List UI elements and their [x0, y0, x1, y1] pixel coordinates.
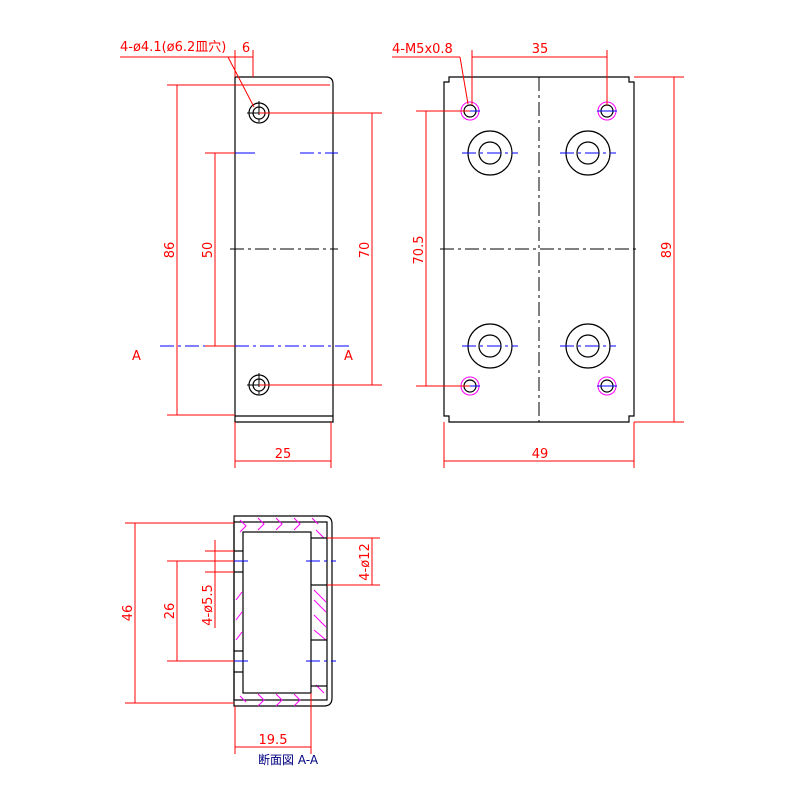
- dim-width: 25: [275, 447, 292, 462]
- dim-hole-spacing-h: 35: [532, 42, 549, 57]
- side-outline: [443, 76, 635, 423]
- dim-center-spacing: 50: [201, 242, 216, 259]
- dim-hole-spacing: 70: [358, 242, 373, 259]
- section-mark: A: [132, 349, 141, 364]
- thread-note: 4-M5x0.8: [392, 42, 453, 57]
- counterbore-holes: [462, 130, 616, 369]
- dim-width: 49: [532, 447, 549, 462]
- dim-height: 46: [121, 605, 136, 622]
- small-hole-note: 4-ø5.5: [201, 584, 216, 626]
- dim-width: 19.5: [259, 733, 288, 748]
- hole-note: 4-ø4.1(ø6.2皿穴): [120, 40, 226, 55]
- section-mark: A: [344, 349, 353, 364]
- dim-height: 89: [660, 242, 675, 259]
- dim-edge-offset: 6: [242, 41, 250, 56]
- side-view: 35 4-M5x0.8 70.5 89 49: [392, 42, 684, 468]
- dim-hole-spacing-v: 70.5: [412, 236, 427, 265]
- section-view: 46 26 4-ø5.5 4-ø12 19.5 断面図 A-A: [121, 515, 380, 767]
- hatching: [235, 517, 327, 707]
- dim-hole-spacing: 26: [163, 603, 178, 620]
- section-outline: [233, 515, 333, 707]
- large-hole-note: 4-ø12: [358, 543, 373, 580]
- dim-height: 86: [163, 242, 178, 259]
- front-view: A A 86 50 70 25 6 4-ø4.1(ø6.2皿穴): [120, 40, 382, 468]
- front-outline: [234, 76, 334, 423]
- section-label: 断面図 A-A: [258, 752, 319, 767]
